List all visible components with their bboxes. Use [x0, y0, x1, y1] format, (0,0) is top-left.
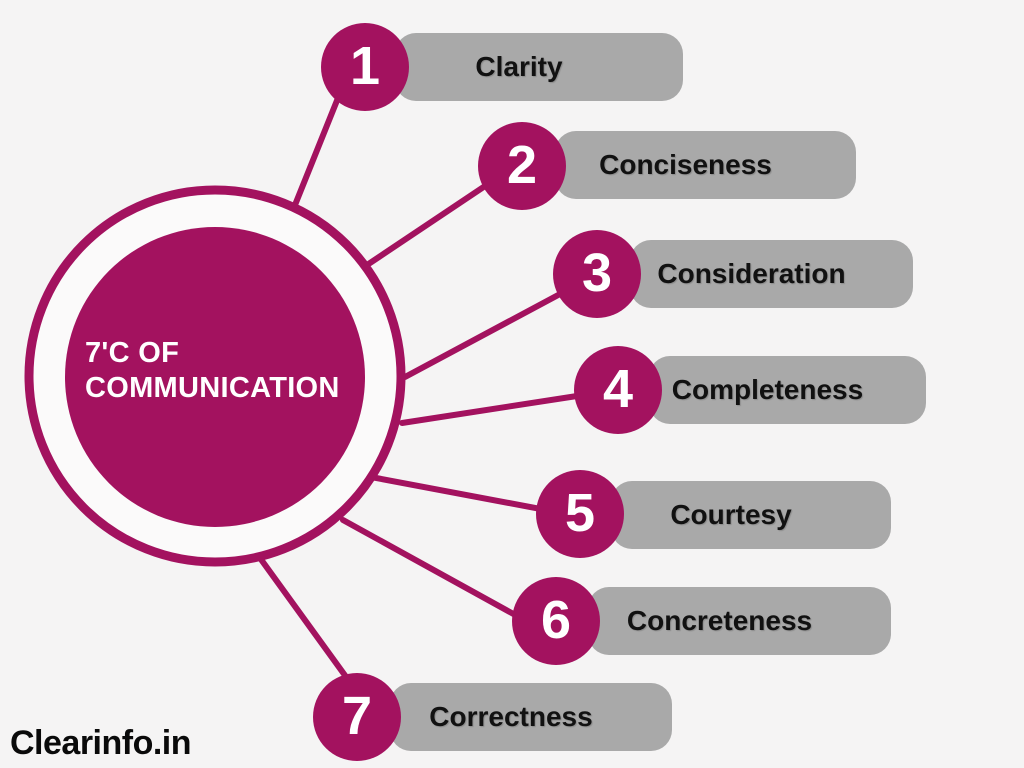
item-number: 4	[602, 358, 634, 419]
item-bar-concreteness: Concreteness	[588, 587, 891, 655]
connector-line-2	[364, 173, 503, 268]
item-bar-courtesy: Courtesy	[611, 481, 891, 549]
item-bar-correctness: Correctness	[390, 683, 672, 751]
connector-line-1	[292, 90, 343, 208]
watermark-clearinfo: Clearinfo.in	[10, 724, 192, 762]
item-label: Consideration	[657, 258, 846, 289]
center-title-line2: COMMUNICATION	[85, 372, 340, 404]
item-bar-consideration: Consideration	[630, 240, 913, 308]
item-label: Correctness	[429, 701, 593, 732]
connector-lines	[257, 90, 593, 695]
item-number-badge-4: 4	[574, 346, 662, 434]
center-title: 7'C OF COMMUNICATION	[85, 336, 340, 406]
center-title-line1: 7'C OF	[85, 337, 180, 369]
item-number: 5	[564, 482, 596, 543]
item-number-badge-7: 7	[313, 673, 401, 761]
item-number-badge-6: 6	[512, 577, 600, 665]
item-label: Courtesy	[670, 499, 792, 530]
item-number: 7	[341, 685, 373, 746]
item-bar-clarity: Clarity	[395, 33, 683, 101]
item-number-badge-2: 2	[478, 122, 566, 210]
center-circle	[65, 227, 365, 527]
item-number: 3	[581, 242, 613, 303]
connector-line-7	[257, 555, 360, 695]
item-number: 2	[506, 134, 538, 195]
item-number-badge-5: 5	[536, 470, 624, 558]
item-label: Conciseness	[599, 149, 772, 180]
item-number-badge-1: 1	[321, 23, 409, 111]
item-number-badge-3: 3	[553, 230, 641, 318]
connector-line-4	[399, 391, 593, 426]
item-number: 1	[349, 35, 381, 96]
item-number: 6	[540, 589, 572, 650]
connector-line-5	[368, 474, 565, 516]
item-bar-completeness: Completeness	[649, 356, 926, 424]
item-label: Clarity	[475, 51, 563, 82]
connector-line-6	[340, 517, 540, 630]
item-label: Completeness	[671, 374, 864, 405]
item-label: Concreteness	[626, 605, 813, 636]
item-bar-conciseness: Conciseness	[555, 131, 856, 199]
connector-line-3	[402, 283, 578, 380]
